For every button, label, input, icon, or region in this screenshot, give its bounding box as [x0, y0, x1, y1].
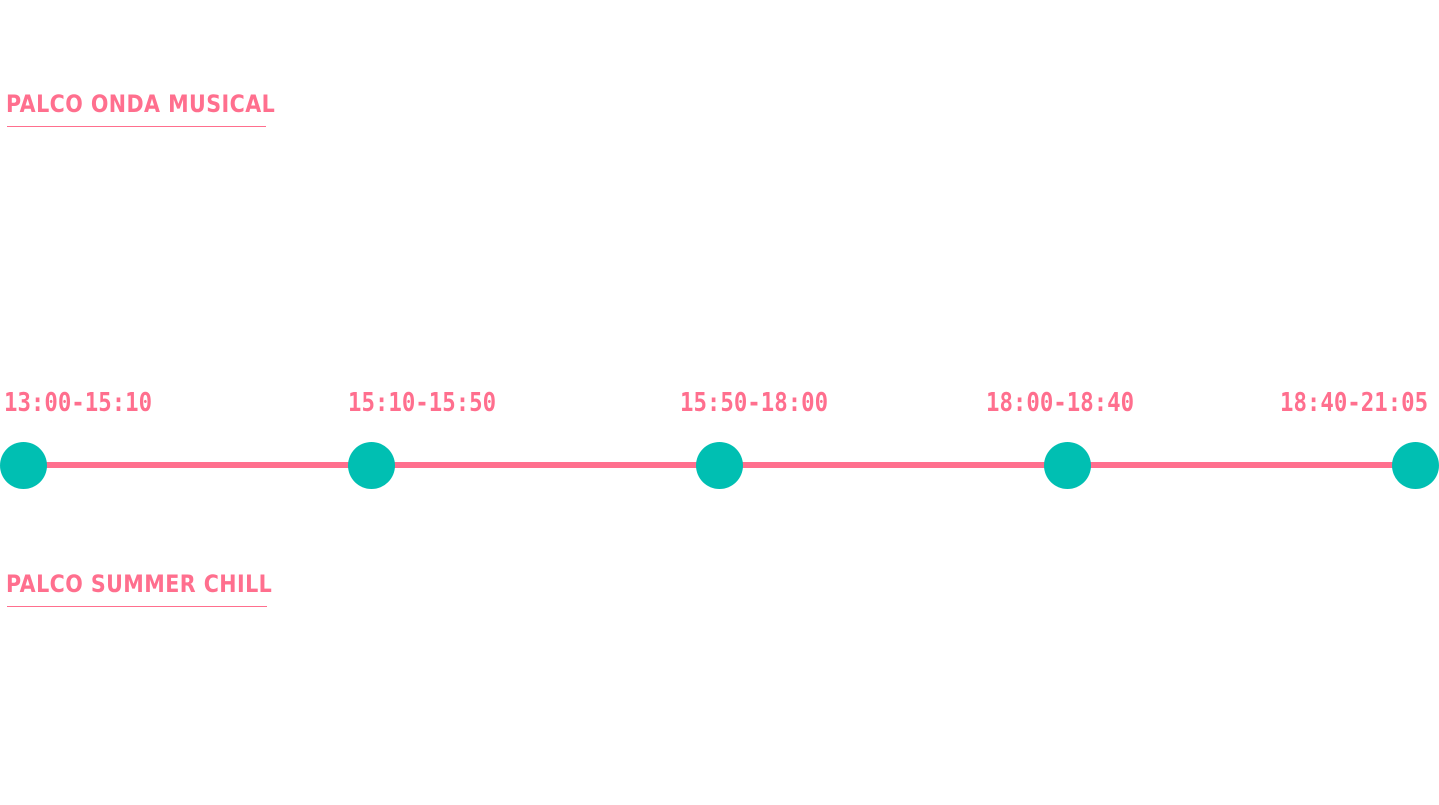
timeline-dot[interactable]	[1392, 442, 1439, 489]
time-slot-label: 13:00-15:10	[4, 388, 153, 418]
time-slot-label: 18:40-21:05	[1280, 388, 1429, 418]
time-slot-label: 15:10-15:50	[348, 388, 497, 418]
stage-title-summer-chill[interactable]: PALCO SUMMER CHILL	[6, 570, 273, 598]
timeline-dot[interactable]	[696, 442, 743, 489]
time-slot-label: 18:00-18:40	[986, 388, 1135, 418]
time-slot-label: 15:50-18:00	[680, 388, 829, 418]
timeline-dot[interactable]	[0, 442, 47, 489]
timeline-dot[interactable]	[1044, 442, 1091, 489]
stage-title-underline	[7, 606, 267, 607]
stage-title-underline	[7, 126, 266, 127]
stage-title-onda-musical[interactable]: PALCO ONDA MUSICAL	[6, 90, 276, 118]
timeline-dot[interactable]	[348, 442, 395, 489]
